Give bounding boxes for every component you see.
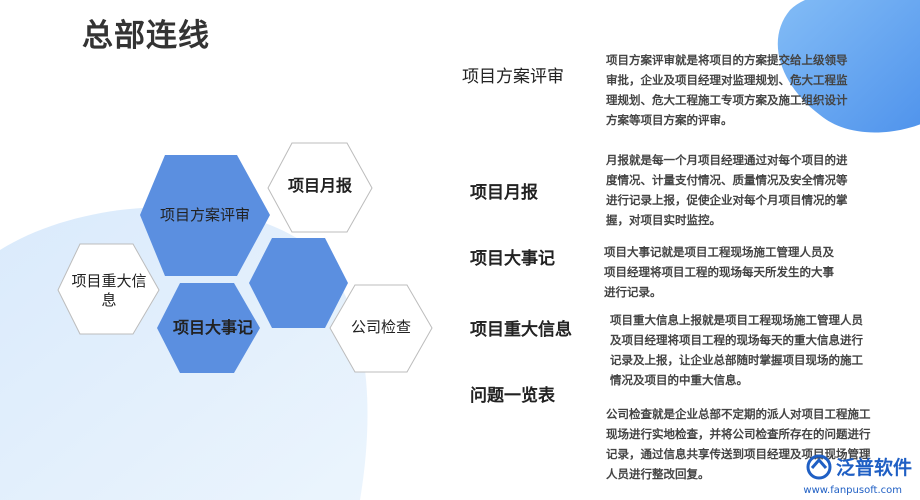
hex-monthly-report[interactable] [267, 142, 373, 233]
hex-scheme-review-label: 项目方案评审 [159, 206, 250, 224]
item-title-monthly-report: 项目月报 [470, 183, 538, 203]
item-desc-issue-list: 公司检查就是企业总部不定期的派人对项目工程施工现场进行实地检查，并将公司检查所存… [606, 407, 871, 481]
hex-major-info[interactable] [57, 243, 160, 335]
item-desc-big-events: 项目大事记就是项目工程现场施工管理人员及项目经理将项目工程的现场每天所发生的大事… [604, 245, 834, 299]
hex-monthly-report-label: 项目月报 [287, 176, 352, 195]
hex-major-info-label: 项目重大信息 [71, 272, 147, 309]
hex-big-events[interactable] [157, 283, 260, 373]
page-title: 总部连线 [82, 18, 210, 54]
hex-big-events-label: 项目大事记 [172, 318, 253, 337]
brand-name: 泛普软件 [835, 457, 912, 479]
item-desc-monthly-report: 月报就是每一个月项目经理通过对每个项目的进度情况、计量支付情况、质量情况及安全情… [606, 153, 848, 227]
item-title-big-events: 项目大事记 [470, 249, 555, 269]
item-title-major-info: 项目重大信息 [470, 320, 572, 340]
brand-url: www.fanpusoft.com [803, 485, 902, 496]
hexagon-cluster [57, 142, 433, 373]
brand-mark-icon [806, 454, 832, 479]
item-title-issue-list: 问题一览表 [470, 386, 555, 406]
item-title-scheme-review: 项目方案评审 [462, 67, 564, 87]
hex-company-check-label: 公司检查 [350, 318, 411, 336]
item-desc-scheme-review: 项目方案评审就是将项目的方案提交给上级领导审批，企业及项目经理对监理规划、危大工… [606, 53, 848, 127]
hex-scheme-review[interactable] [140, 155, 270, 276]
brand-logo: 泛普软件 [806, 453, 912, 480]
decorative-blob [777, 0, 920, 133]
hex-connector [249, 238, 348, 328]
item-desc-major-info: 项目重大信息上报就是项目工程现场施工管理人员及项目经理将项目工程的现场每天的重大… [610, 313, 863, 387]
hex-company-check[interactable] [329, 284, 433, 373]
